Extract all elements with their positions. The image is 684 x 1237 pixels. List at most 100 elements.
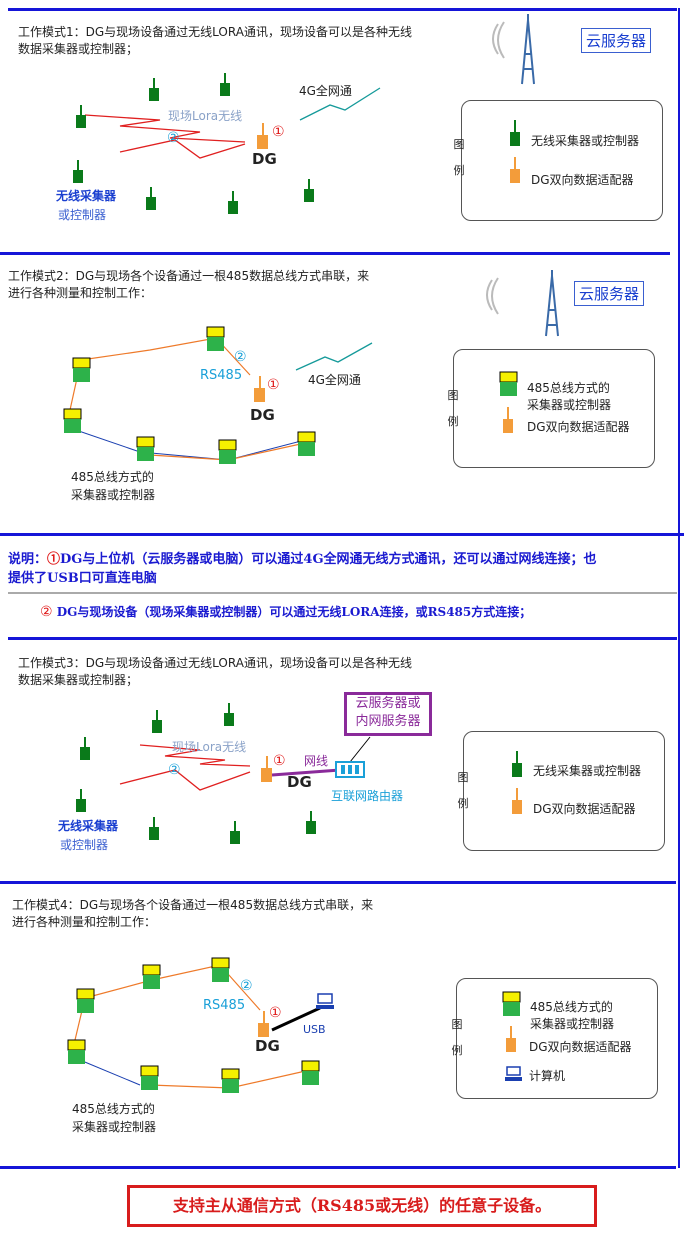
mode3-legend-item2: DG双向数据适配器 bbox=[533, 802, 636, 816]
lora-wave-2 bbox=[119, 139, 246, 159]
mode2-legend bbox=[453, 349, 655, 468]
bus-device-icon bbox=[67, 1039, 86, 1064]
bus-device-icon bbox=[72, 357, 91, 382]
mode1-diagram bbox=[73, 73, 381, 214]
mode2-4g-label: 4G全网通 bbox=[308, 373, 361, 387]
divider-bottom bbox=[0, 1166, 676, 1169]
mode3-num1: ① bbox=[273, 753, 286, 769]
legend-bus-device-icon bbox=[499, 371, 518, 396]
note-line2: 提供了USB口可直连电脑 bbox=[8, 571, 157, 586]
mode2-desc-line2: 进行各种测量和控制工作： bbox=[8, 286, 153, 300]
mode3-device-label-line2: 或控制器 bbox=[60, 838, 109, 852]
mode4-description: 工作模式4：DG与现场各个设备通过一根485数据总线方式串联，来 进行各种测量和… bbox=[12, 897, 452, 931]
legend-title-char2: 例 bbox=[453, 164, 465, 177]
bus-device-icon bbox=[206, 326, 225, 351]
mode1-description: 工作模式1：DG与现场设备通过无线LORA通讯，现场设备可以是各种无线 数据采集… bbox=[18, 24, 478, 58]
note-num1: ① bbox=[47, 552, 61, 567]
bus-device-icon bbox=[63, 408, 82, 433]
mode1-legend-title: 图 例 bbox=[452, 132, 466, 184]
mode2-device-label-line2: 采集器或控制器 bbox=[71, 488, 156, 502]
mode2-legend-item2: 采集器或控制器 bbox=[527, 398, 612, 412]
mode2-diagram bbox=[63, 326, 373, 464]
mode4-desc-line1: 工作模式4：DG与现场各个设备通过一根485数据总线方式串联，来 bbox=[12, 898, 374, 912]
footer-banner: 支持主从通信方式（RS485或无线）的任意子设备。 bbox=[127, 1185, 597, 1227]
wireless-device-icon bbox=[220, 73, 230, 96]
note-prefix: 说明： bbox=[8, 552, 48, 567]
bus-device-icon bbox=[211, 957, 230, 982]
mode3-legend-item1: 无线采集器或控制器 bbox=[533, 764, 642, 778]
mode4-dg-label: DG bbox=[255, 1037, 280, 1055]
mode2-legend-title: 图 例 bbox=[446, 383, 460, 435]
legend-title-char2: 例 bbox=[457, 797, 469, 810]
bus-device-icon bbox=[136, 436, 155, 461]
server-box-line1: 云服务器或 bbox=[355, 696, 421, 711]
note-line3-text: DG与现场设备（现场采集器或控制器）可以通过无线LORA连接，或RS485方式连… bbox=[52, 605, 532, 619]
legend-dg-adapter-icon bbox=[503, 407, 513, 433]
mode4-legend-title: 图 例 bbox=[450, 1012, 464, 1064]
mode2-num1: ① bbox=[267, 377, 280, 393]
mode3-device-label-line1: 无线采集器 bbox=[58, 819, 119, 833]
mode1-legend-item1: 无线采集器或控制器 bbox=[531, 134, 640, 148]
mode4-num1: ① bbox=[269, 1005, 282, 1021]
dg-adapter-icon bbox=[261, 756, 272, 782]
g4-wave bbox=[295, 342, 373, 371]
mode1-num2: ② bbox=[167, 130, 180, 146]
mode2-num2: ② bbox=[234, 349, 247, 365]
legend-title-char2: 例 bbox=[447, 415, 459, 428]
bus-device-icon bbox=[301, 1060, 320, 1085]
bus-device-icon bbox=[142, 964, 161, 989]
mode3-num2: ② bbox=[168, 762, 181, 778]
bus-device-icon bbox=[76, 988, 95, 1013]
mode3-diagram bbox=[76, 703, 371, 844]
mode3-devices bbox=[76, 703, 316, 844]
mode2-legend-item1: 485总线方式的 bbox=[527, 381, 610, 395]
legend-wireless-device-icon bbox=[512, 751, 522, 777]
legend-dg-adapter-icon bbox=[506, 1026, 516, 1052]
mode4-legend-item1: 485总线方式的 bbox=[530, 1000, 613, 1014]
wireless-device-icon bbox=[230, 821, 240, 844]
mode4-legend-item3: DG双向数据适配器 bbox=[529, 1040, 632, 1054]
legend-title-char1: 图 bbox=[447, 389, 459, 402]
rs485-bus-line bbox=[79, 1059, 141, 1086]
legend-computer-icon bbox=[505, 1066, 522, 1081]
mode2-device-label-line1: 485总线方式的 bbox=[71, 470, 154, 484]
wireless-device-icon bbox=[228, 191, 238, 214]
mode1-desc-line2: 数据采集器或控制器； bbox=[18, 42, 139, 56]
network-cable-line bbox=[271, 768, 341, 777]
mode4-desc-line2: 进行各种测量和控制工作： bbox=[12, 915, 157, 929]
legend-wireless-device-icon bbox=[510, 120, 520, 146]
wireless-device-icon bbox=[149, 817, 159, 840]
legend-title-char1: 图 bbox=[453, 138, 465, 151]
dg-adapter-icon bbox=[257, 123, 268, 149]
legend-dg-adapter-icon bbox=[512, 788, 522, 814]
mode2-legend-item3: DG双向数据适配器 bbox=[527, 420, 630, 434]
bus-device-icon bbox=[218, 439, 237, 464]
mode3-legend bbox=[463, 731, 665, 851]
server-link-line bbox=[349, 736, 371, 763]
note-line3: ② DG与现场设备（现场采集器或控制器）可以通过无线LORA连接，或RS485方… bbox=[40, 603, 531, 620]
lora-wave-1 bbox=[139, 744, 251, 767]
dg-adapter-icon bbox=[258, 1011, 269, 1037]
wireless-device-icon bbox=[73, 160, 83, 183]
mode4-device-label: 485总线方式的 采集器或控制器 bbox=[72, 1100, 156, 1136]
mode2-tower-icon bbox=[486, 270, 559, 337]
mode1-legend-item2: DG双向数据适配器 bbox=[531, 173, 634, 187]
mode3-dg-label: DG bbox=[287, 773, 312, 791]
mode3-legend-title: 图 例 bbox=[456, 765, 470, 817]
mode4-usb-label: USB bbox=[303, 1023, 326, 1036]
mode2-dg-label: DG bbox=[250, 406, 275, 424]
usb-cable-line bbox=[271, 1006, 321, 1032]
mode4-device-label-line1: 485总线方式的 bbox=[72, 1102, 155, 1116]
mode1-lora-label: 现场Lora无线 bbox=[168, 109, 243, 123]
wireless-device-icon bbox=[80, 737, 90, 760]
mode3-lora-label: 现场Lora无线 bbox=[172, 740, 247, 754]
mode2-rs485-label: RS485 bbox=[200, 368, 243, 383]
wireless-device-icon bbox=[304, 179, 314, 202]
mode3-description: 工作模式3：DG与现场设备通过无线LORA通讯，现场设备可以是各种无线 数据采集… bbox=[18, 655, 478, 689]
note-line1-text: DG与上位机（云服务器或电脑）可以通过4G全网通无线方式通讯，还可以通过网线连接… bbox=[60, 552, 597, 567]
divider-top bbox=[8, 8, 677, 11]
bus-device-icon bbox=[140, 1065, 159, 1090]
dg-adapter-icon bbox=[254, 376, 265, 402]
wireless-device-icon bbox=[146, 187, 156, 210]
wireless-device-icon bbox=[306, 811, 316, 834]
